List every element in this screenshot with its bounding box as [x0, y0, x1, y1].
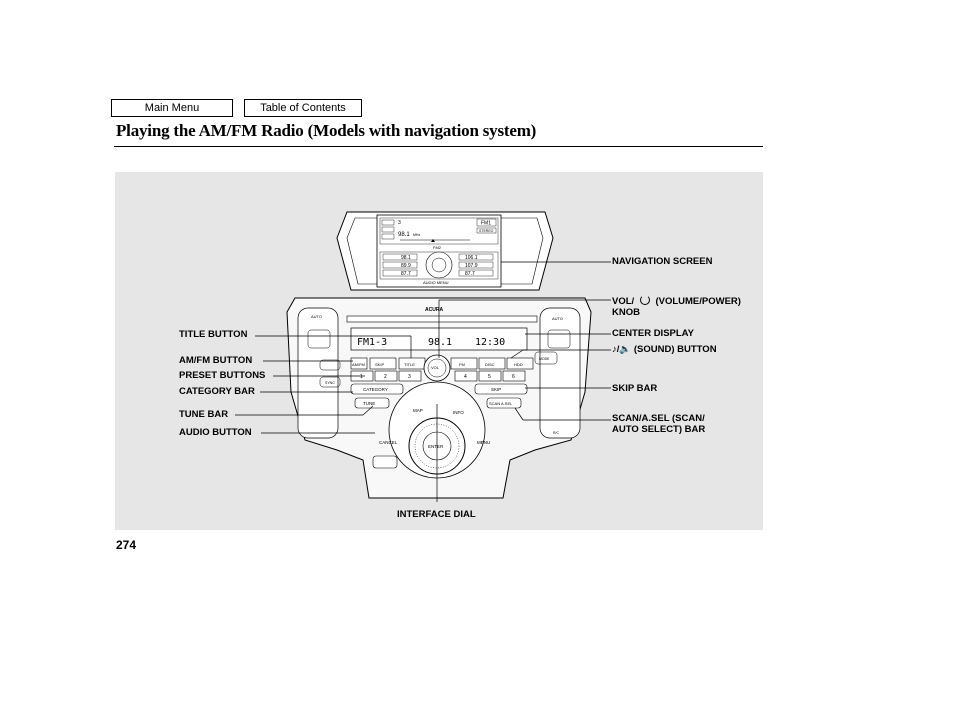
- sync-label: SYNC: [325, 381, 335, 385]
- slash-separator-icon: /: [616, 344, 620, 355]
- screen-preset-left-3: 87.7: [401, 271, 411, 277]
- brand-logo: ACURA: [425, 307, 443, 313]
- amfm-button-label: AM/FM: [352, 362, 365, 367]
- screen-stereo: STEREO: [479, 229, 494, 233]
- cancel-button-label[interactable]: CANCEL: [379, 440, 398, 445]
- display-band: FM1-3: [357, 337, 387, 348]
- tune-bar-label: TUNE: [363, 401, 375, 406]
- preset-button-6[interactable]: [502, 370, 526, 382]
- screen-band: FM1: [481, 221, 491, 227]
- skip-bar[interactable]: [474, 383, 528, 395]
- title-button-callout: TITLE BUTTON: [179, 329, 248, 340]
- title-rule: [114, 146, 763, 147]
- category-bar-label: CATEGORY: [363, 387, 388, 392]
- mode-label: MODE: [539, 357, 550, 361]
- sound-button-callout: ♪/🔈 (SOUND) BUTTON: [612, 344, 717, 355]
- preset-button-label: 4: [464, 374, 467, 380]
- tune-bar-callout: TUNE BAR: [179, 409, 229, 420]
- scan-asel-bar[interactable]: [486, 397, 522, 409]
- scan-bar-line2: AUTO SELECT) BAR: [612, 424, 706, 435]
- tune-bar[interactable]: [354, 397, 390, 409]
- audio-unit-figure: 3 98.1 MHz FM1 STEREO FM2 98.1 89.9 87.7…: [115, 172, 763, 530]
- scan-asel-bar-label: SCAN A.SEL: [489, 401, 513, 406]
- passenger-climate-panel: [539, 307, 581, 439]
- disc-button[interactable]: [478, 357, 506, 370]
- vol-line2: KNOB: [612, 307, 640, 318]
- power-icon: [639, 295, 650, 305]
- skip-bar-callout: SKIP BAR: [612, 383, 658, 394]
- preset-button-label: 5: [488, 374, 491, 380]
- leader-lines: [235, 261, 611, 502]
- screen-preset-right-2: 107.9: [465, 263, 478, 269]
- page-title: Playing the AM/FM Radio (Models with nav…: [116, 121, 537, 140]
- screen-preset-no: 3: [398, 220, 401, 226]
- speaker-icon: 🔈: [619, 344, 632, 355]
- volume-knob-callout: VOL/ (VOLUME/POWER) KNOB: [612, 294, 741, 318]
- display-frequency: 98.1: [428, 337, 452, 348]
- preset-button-label: 3: [408, 374, 411, 380]
- screen-audio-menu: AUDIO MENU: [423, 280, 449, 285]
- category-bar-callout: CATEGORY BAR: [179, 386, 255, 397]
- volume-knob-label: VOL: [431, 365, 440, 370]
- amfm-button-callout: AM/FM BUTTON: [179, 355, 253, 366]
- preset-button-2[interactable]: [374, 370, 398, 382]
- category-bar[interactable]: [350, 383, 404, 395]
- preset-buttons-callout: PRESET BUTTONS: [179, 370, 266, 381]
- back-arrow-button[interactable]: [372, 455, 398, 469]
- amfm-button[interactable]: [350, 357, 368, 370]
- preset-button-label: 1: [360, 374, 363, 380]
- cd-slot: [346, 315, 538, 323]
- vol-prefix: VOL/: [612, 296, 635, 307]
- screen-preset-left-2: 89.9: [401, 263, 411, 269]
- sound-button-text: (SOUND) BUTTON: [633, 344, 717, 355]
- title-button-label: TITLE: [404, 362, 415, 367]
- screen-unit: MHz: [413, 233, 420, 237]
- skip-back-button[interactable]: [369, 357, 397, 370]
- driver-auto-label: AUTO: [311, 314, 322, 319]
- audio-button-callout: AUDIO BUTTON: [179, 427, 252, 438]
- disc-button-label: DISC: [485, 362, 495, 367]
- audio-unit-illustration: 3 98.1 MHz FM1 STEREO FM2 98.1 89.9 87.7…: [235, 211, 611, 502]
- preset-button-3[interactable]: [398, 370, 422, 382]
- info-button-label[interactable]: INFO: [453, 410, 464, 415]
- scan-bar-line1: SCAN/A.SEL (SCAN/: [612, 413, 705, 424]
- table-of-contents-button[interactable]: Table of Contents: [244, 99, 362, 117]
- preset-button-label: 2: [384, 374, 387, 380]
- rear-label: R/C: [553, 431, 560, 435]
- screen-frequency: 98.1: [398, 232, 410, 238]
- screen-preset-right-3: 87.7: [465, 271, 475, 277]
- page-number: 274: [116, 538, 137, 552]
- skip-bar-label: SKIP: [491, 387, 501, 392]
- fm-button-label: FM: [459, 362, 465, 367]
- screen-fm-tab: FM2: [433, 245, 442, 250]
- screen-dial-icon: [425, 251, 453, 279]
- enter-button-label: ENTER: [428, 444, 444, 449]
- music-note-icon: ♪: [612, 344, 617, 355]
- preset-button-label: 6: [512, 374, 515, 380]
- scan-bar-callout: SCAN/A.SEL (SCAN/ AUTO SELECT) BAR: [612, 413, 705, 435]
- display-time: 12:30: [475, 337, 505, 348]
- center-display-callout: CENTER DISPLAY: [612, 328, 694, 339]
- skip-back-label: SKIP: [375, 362, 384, 367]
- screen-preset-right-1: 106.1: [465, 255, 478, 261]
- driver-climate-panel: [297, 307, 339, 439]
- preset-button-4[interactable]: [454, 370, 478, 382]
- hdd-button-label: HDD: [514, 362, 523, 367]
- fm-button[interactable]: [450, 357, 478, 370]
- screen-preset-left-1: 98.1: [401, 255, 411, 261]
- passenger-auto-label: AUTO: [552, 316, 563, 321]
- preset-button-5[interactable]: [478, 370, 502, 382]
- navigation-screen-callout: NAVIGATION SCREEN: [612, 256, 713, 267]
- main-menu-button[interactable]: Main Menu: [111, 99, 233, 117]
- hdd-button[interactable]: [506, 357, 534, 370]
- menu-button-label[interactable]: MENU: [477, 440, 490, 445]
- interface-dial-callout: INTERFACE DIAL: [397, 509, 476, 520]
- map-button-label[interactable]: MAP: [413, 408, 423, 413]
- vol-suffix: (VOLUME/POWER): [655, 296, 741, 307]
